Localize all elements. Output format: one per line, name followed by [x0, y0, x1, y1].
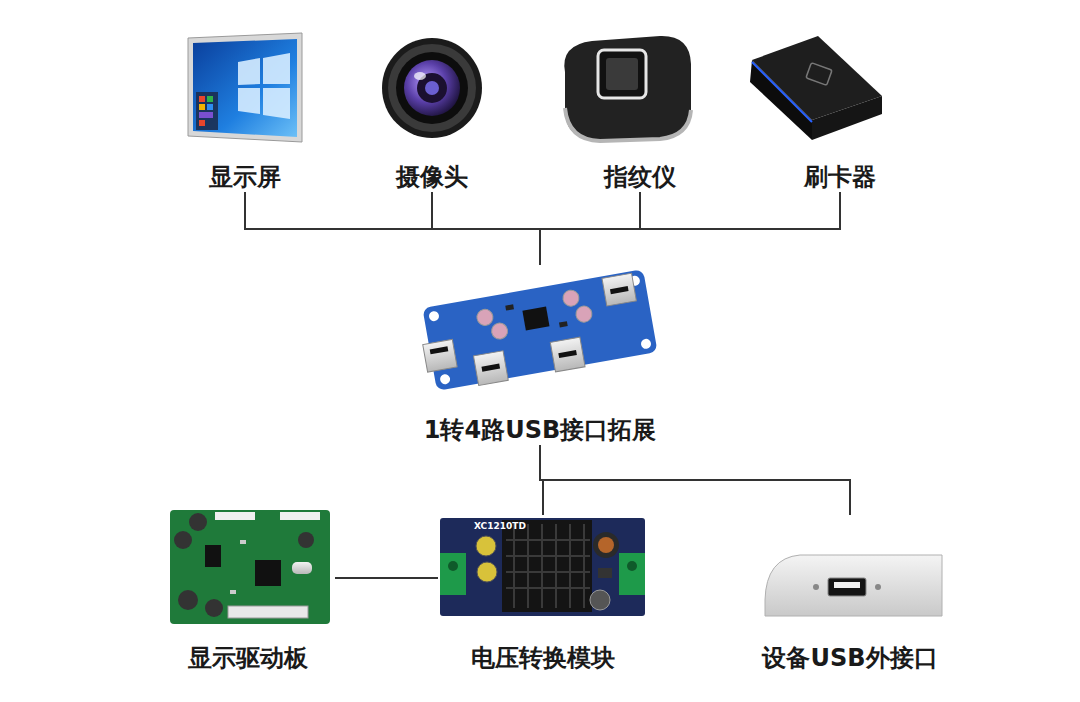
- connector-path: [432, 192, 540, 265]
- product-label: 显示屏: [170, 162, 320, 192]
- connector-path: [540, 192, 840, 265]
- product-label: 摄像头: [357, 162, 507, 192]
- monitor-picture: [188, 33, 302, 142]
- product-node: 指纹仪: [565, 30, 715, 192]
- product-node: 摄像头: [357, 30, 507, 192]
- product-label: 1转4路USB接口拓展: [405, 415, 675, 445]
- connector-path: [245, 192, 540, 265]
- usb-panel-picture: [765, 555, 942, 616]
- product-label: 刷卡器: [765, 162, 915, 192]
- connector-line: [335, 578, 438, 579]
- camera-picture: [382, 38, 482, 138]
- usb-hub-picture: [416, 269, 657, 394]
- product-node: 电压转换模块: [438, 515, 648, 673]
- driver-board-picture: [170, 510, 330, 624]
- product-label: 指纹仪: [565, 162, 715, 192]
- voltage-module-picture: [440, 518, 645, 616]
- product-label: 电压转换模块: [438, 643, 648, 673]
- connector-line: [432, 192, 540, 265]
- fingerprint-reader-picture: [564, 36, 691, 141]
- product-node: 1转4路USB接口拓展: [405, 265, 675, 445]
- product-label: 设备USB外接口: [750, 643, 950, 673]
- product-label: 显示驱动板: [160, 643, 335, 673]
- product-node: 设备USB外接口: [750, 515, 950, 673]
- connector-path: [335, 577, 438, 579]
- connector-line: [540, 445, 850, 515]
- card-reader-picture: [750, 36, 882, 140]
- connector-line: [245, 192, 540, 265]
- product-node: 显示驱动板: [160, 505, 335, 673]
- connector-line: [540, 192, 840, 265]
- product-node: 刷卡器: [765, 30, 915, 192]
- part-marking: XC1210TD: [474, 521, 526, 532]
- connector-path: [540, 445, 850, 515]
- product-node: 显示屏: [170, 30, 320, 192]
